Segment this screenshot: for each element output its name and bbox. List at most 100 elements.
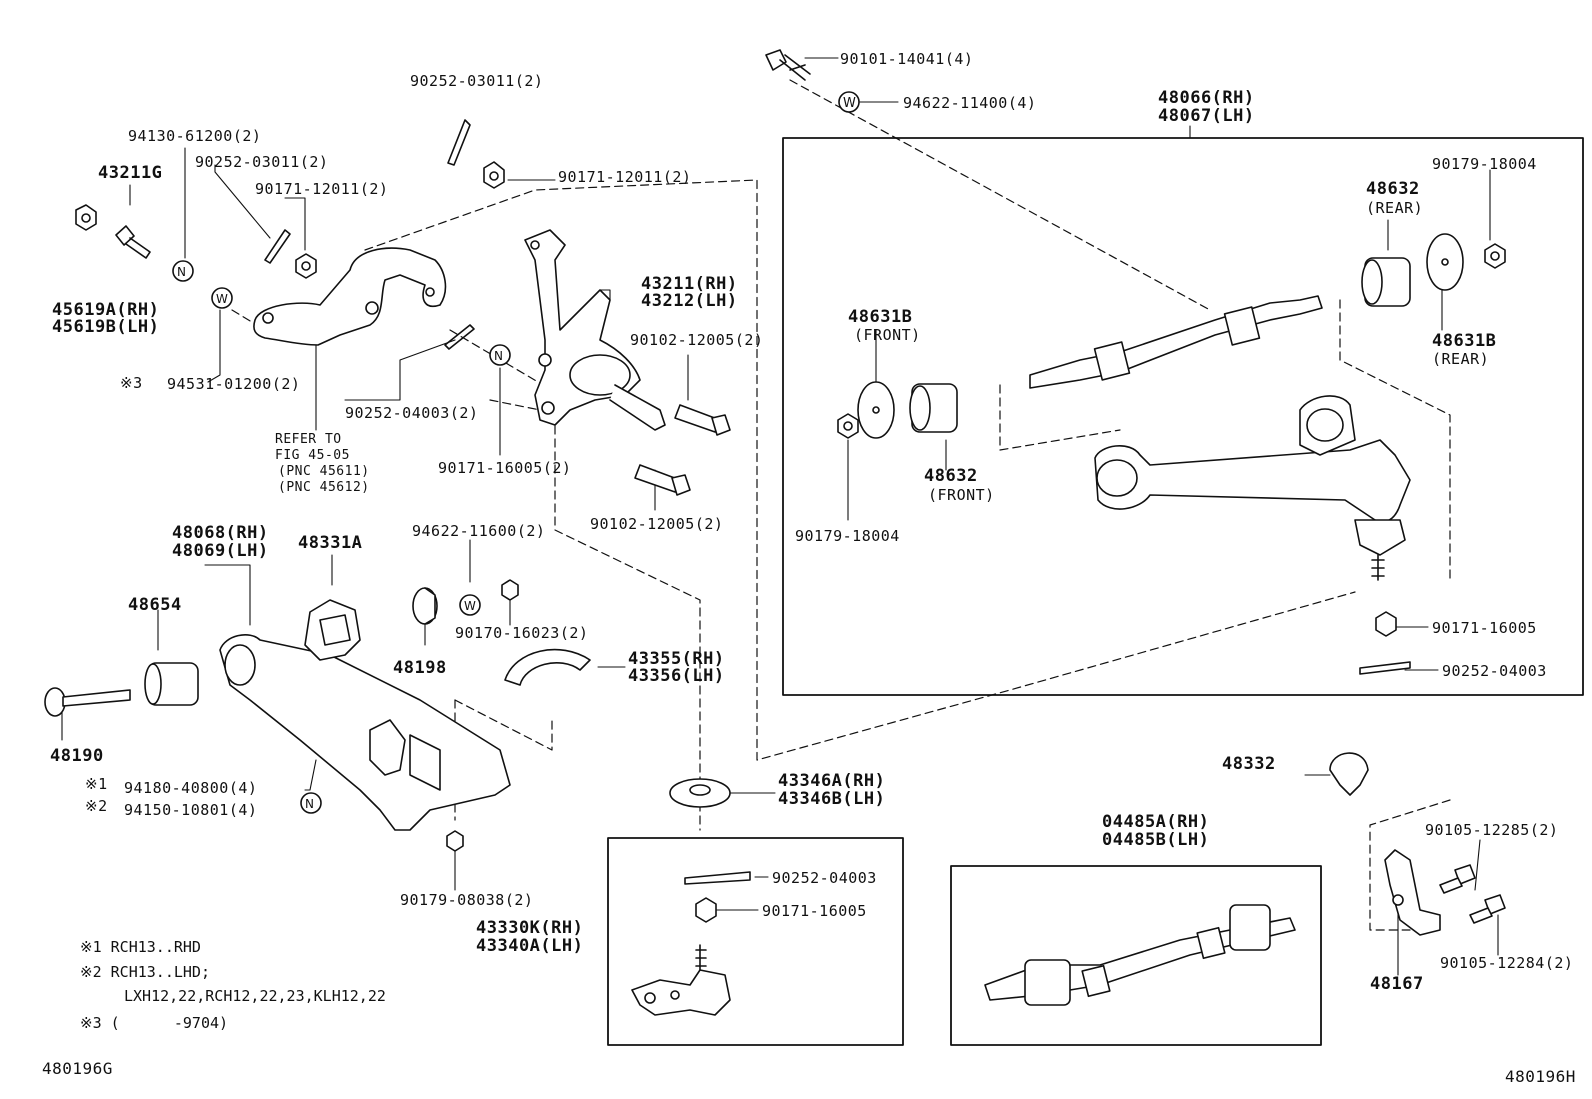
washer-icon: W: [459, 594, 481, 616]
washer-icon: W: [838, 91, 860, 113]
boot-icon: [669, 778, 731, 808]
nut-icon: [446, 830, 464, 852]
bracket-icon: [304, 599, 361, 661]
bolt-icon: [634, 464, 691, 496]
bolt-icon: [1439, 864, 1476, 894]
part-label: 43355(RH): [628, 649, 725, 669]
bolt-icon: [115, 225, 151, 259]
washer-icon: [857, 381, 895, 439]
part-label: 43211(RH): [641, 274, 738, 294]
nut-icon: [295, 253, 317, 279]
part-label: 04485A(RH): [1102, 812, 1210, 832]
footnote-mark: ※3: [80, 1014, 102, 1032]
cushion-icon: [412, 587, 438, 625]
ball-joint-icon: [631, 944, 731, 1016]
svg-text:W: W: [216, 292, 228, 306]
part-label: 90171-12011(2): [558, 168, 692, 186]
footnote: ※2 RCH13..LHD;: [80, 961, 210, 983]
footnote: LXH12,22,RCH12,22,23,KLH12,22: [124, 985, 386, 1007]
part-label: 90171-16005: [762, 902, 867, 920]
part-label: 43212(LH): [641, 291, 738, 311]
part-label: (REAR): [1432, 350, 1490, 368]
bolt-icon: [44, 687, 131, 717]
part-label: 94622-11400(4): [903, 94, 1037, 112]
reference-note: (PNC 45611): [278, 464, 370, 479]
diagram-id: 480196H: [1505, 1067, 1576, 1086]
part-label: 48332: [1222, 754, 1276, 774]
reference-note: (PNC 45612): [278, 480, 370, 495]
svg-text:W: W: [464, 599, 476, 613]
part-label: 94531-01200(2): [167, 375, 301, 393]
svg-text:N: N: [305, 797, 314, 811]
ball-joint-group-box: [607, 837, 904, 1046]
part-label: 43211G: [98, 163, 163, 183]
part-label: 48632: [924, 466, 978, 486]
part-label: 90171-12011(2): [255, 180, 389, 198]
steering-arm-icon: [253, 247, 447, 346]
part-label: 90105-12284(2): [1440, 954, 1574, 972]
part-label: 90179-18004: [1432, 155, 1537, 173]
footnote: ※1 RCH13..RHD: [80, 936, 201, 958]
footnote: ※3 ( -9704): [80, 1012, 228, 1034]
bolt-icon: [1469, 894, 1506, 924]
part-label: 48198: [393, 658, 447, 678]
part-label: 48331A: [298, 533, 363, 553]
nut-icon: [75, 204, 97, 231]
footnote-text: RCH13..RHD: [110, 938, 201, 956]
svg-text:N: N: [494, 349, 503, 363]
part-label: 48167: [1370, 974, 1424, 994]
part-label: 43330K(RH): [476, 918, 584, 938]
part-label: 48654: [128, 595, 182, 615]
part-label: 90252-04003: [772, 869, 877, 887]
part-label: 90102-12005(2): [590, 515, 724, 533]
bolt-icon: [765, 49, 811, 81]
part-label: 48632: [1366, 179, 1420, 199]
nut-icon: [1375, 611, 1397, 637]
washer-icon: [1426, 233, 1464, 291]
pivot-shaft-icon: [1029, 295, 1323, 389]
part-label: 90101-14041(4): [840, 50, 974, 68]
part-label: 48631B: [848, 307, 913, 327]
bushing-icon: [144, 662, 199, 706]
footnote-mark: ※1: [80, 938, 102, 956]
part-label: 43346B(LH): [778, 789, 886, 809]
nut-icon: [1484, 243, 1506, 269]
upper-arm-assembly-icon: [984, 904, 1296, 1006]
upper-arm-group-box: [782, 137, 1584, 696]
nut-n-icon: N: [489, 344, 511, 366]
part-label: 48067(LH): [1158, 106, 1255, 126]
reference-note: REFER TO: [275, 432, 342, 447]
lower-control-arm-icon: [219, 634, 511, 831]
part-label: 90252-03011(2): [195, 153, 329, 171]
part-label: 90252-03011(2): [410, 72, 544, 90]
reference-note: FIG 45-05: [275, 448, 350, 463]
part-label: 90179-08038(2): [400, 891, 534, 909]
part-label: 48066(RH): [1158, 88, 1255, 108]
bump-stop-icon: [1329, 752, 1369, 796]
washer-icon: W: [211, 287, 233, 309]
part-label: 48631B: [1432, 331, 1497, 351]
arm-assembly-group-box: [950, 865, 1322, 1046]
svg-text:N: N: [177, 265, 186, 279]
part-label: (FRONT): [928, 486, 995, 504]
part-label: 43340A(LH): [476, 936, 584, 956]
part-label: 48190: [50, 746, 104, 766]
part-label: 90252-04003: [1442, 662, 1547, 680]
part-label: 90179-18004: [795, 527, 900, 545]
part-label: 94150-10801(4): [124, 801, 258, 819]
footnote-text: RCH13..LHD;: [110, 963, 210, 981]
footnote-mark: ※2: [80, 963, 102, 981]
part-label: 94130-61200(2): [128, 127, 262, 145]
footnote-text: LXH12,22,RCH12,22,23,KLH12,22: [124, 987, 386, 1005]
footnote-text: ( -9704): [110, 1014, 229, 1032]
part-label: 90171-16005(2): [438, 459, 572, 477]
cotter-pin-icon: [1359, 661, 1411, 675]
cotter-pin-icon: [444, 324, 475, 350]
part-label: 48068(RH): [172, 523, 269, 543]
svg-text:W: W: [843, 96, 856, 111]
part-label: 90252-04003(2): [345, 404, 479, 422]
nut-n-icon: N: [300, 792, 322, 814]
cotter-pin-icon: [447, 119, 471, 166]
dust-cover-icon: [504, 648, 591, 686]
